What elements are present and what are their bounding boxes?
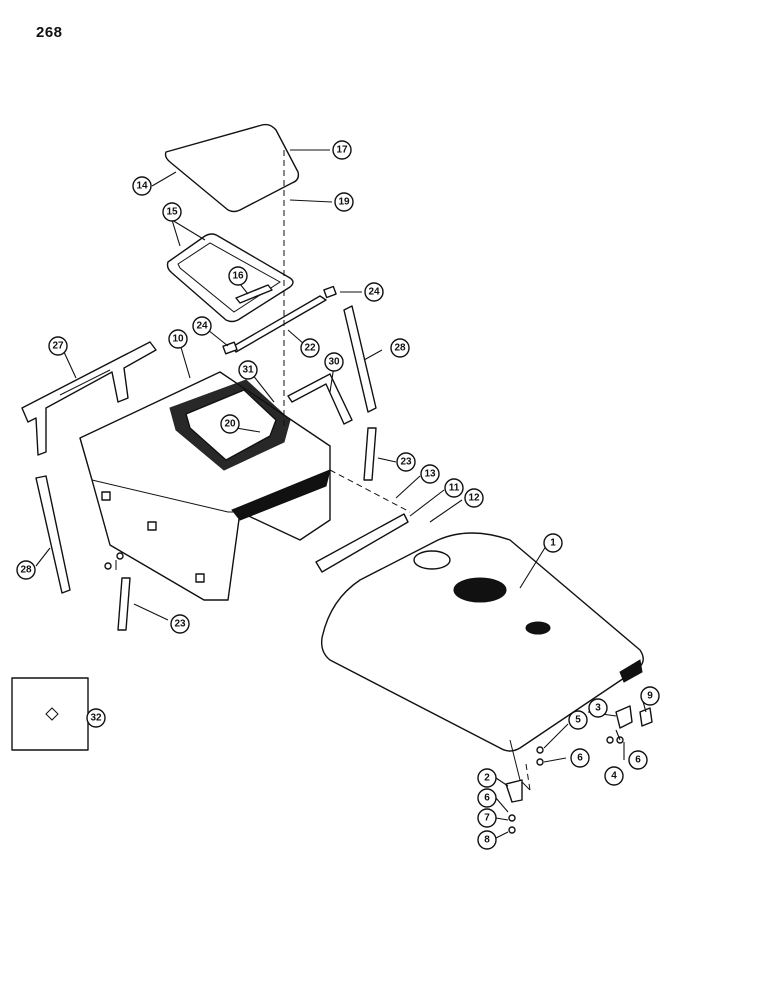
callout-24a: 24 [192,316,212,336]
callout-23b-label: 23 [174,619,186,630]
part-2-bracket [505,779,523,803]
part-3-bracket [615,705,633,729]
callout-30-label: 30 [328,357,340,368]
callout-12: 12 [464,488,484,508]
part-4-bolt [606,736,614,744]
part-30-bracket [287,373,353,425]
callout-5: 5 [568,710,588,730]
part-6-washer [536,758,544,766]
callout-3: 3 [588,698,608,718]
callout-23a-label: 23 [400,457,412,468]
part-32-decal-box [11,677,89,751]
callout-6c-label: 6 [484,793,490,804]
part-1-hood [320,532,644,752]
callout-5-label: 5 [575,715,581,726]
callout-7: 7 [477,808,497,828]
callout-11: 11 [444,478,464,498]
leader-lines [35,149,647,839]
callout-4: 4 [604,766,624,786]
part-24-block-right [323,285,337,299]
callout-3-label: 3 [595,703,601,714]
callout-2: 2 [477,768,497,788]
part-23-rod-lower [117,577,131,631]
callout-28b-label: 28 [20,565,32,576]
callout-32-label: 32 [90,713,102,724]
part-5-bolt [536,746,544,754]
callout-6b-label: 6 [635,755,641,766]
hood-opening-2 [453,577,507,603]
callout-22: 22 [300,338,320,358]
callout-24b: 24 [364,282,384,302]
callout-15-label: 15 [166,207,178,218]
part-11-strip [315,513,409,573]
callout-32: 32 [86,708,106,728]
page-number: 268 [36,24,63,41]
callout-10-label: 10 [172,334,184,345]
part-16-strip [235,284,273,304]
part-14-seat-pad [164,123,300,213]
callout-4-label: 4 [611,771,617,782]
callout-14: 14 [132,176,152,196]
callout-7-label: 7 [484,813,490,824]
callout-27: 27 [48,336,68,356]
part-28-trim-right [343,305,377,413]
callout-8: 8 [477,830,497,850]
callout-8-label: 8 [484,835,490,846]
callout-14-label: 14 [136,181,148,192]
callout-13-label: 13 [424,469,436,480]
callout-20: 20 [220,414,240,434]
callout-2-label: 2 [484,773,490,784]
callout-31-label: 31 [242,365,254,376]
part-9-clip [639,707,653,727]
part-28-trim-left [35,475,71,594]
callout-1: 1 [543,533,563,553]
callout-16-label: 16 [232,271,244,282]
callout-23b: 23 [170,614,190,634]
callout-24a-label: 24 [196,321,208,332]
callout-22-label: 22 [304,343,316,354]
callout-19-label: 19 [338,197,350,208]
callout-17: 17 [332,140,352,160]
callout-17-label: 17 [336,145,348,156]
hood-opening-1 [413,550,451,570]
callout-6a: 6 [570,748,590,768]
callout-6a-label: 6 [577,753,583,764]
callout-31: 31 [238,360,258,380]
callout-19: 19 [334,192,354,212]
callout-28b: 28 [16,560,36,580]
callout-10: 10 [168,329,188,349]
callout-20-label: 20 [224,419,236,430]
callout-6c: 6 [477,788,497,808]
callout-28a: 28 [390,338,410,358]
callout-23a: 23 [396,452,416,472]
part-23-rod-upper [363,427,377,481]
callout-9-label: 9 [647,691,653,702]
callout-11-label: 11 [449,483,460,494]
callout-28a-label: 28 [394,343,406,354]
callout-15: 15 [162,202,182,222]
callout-6b: 6 [628,750,648,770]
callout-12-label: 12 [468,493,480,504]
part-27-side-trim [21,341,157,456]
part-8-nut [508,826,516,834]
callout-9: 9 [640,686,660,706]
callout-24b-label: 24 [368,287,380,298]
part-7-washer [508,814,516,822]
callout-30: 30 [324,352,344,372]
callout-1-label: 1 [550,538,556,549]
callout-13: 13 [420,464,440,484]
callout-16: 16 [228,266,248,286]
callout-27-label: 27 [52,341,64,352]
hood-opening-3 [525,621,551,635]
